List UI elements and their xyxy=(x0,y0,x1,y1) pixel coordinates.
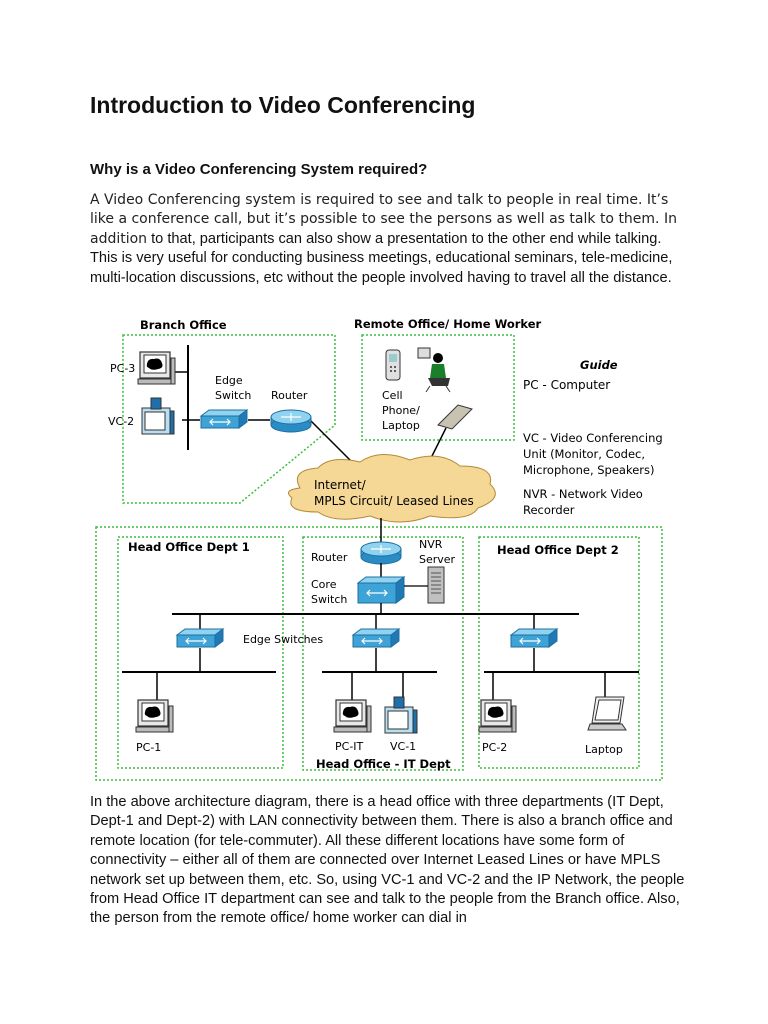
guide-pc: PC - Computer xyxy=(523,378,610,392)
guide-nvr-line2: Recorder xyxy=(523,503,575,517)
guide-vc-line1: VC - Video Conferencing xyxy=(523,431,663,445)
pc2-label: PC-2 xyxy=(482,741,507,754)
ho-router-icon xyxy=(360,541,402,565)
remote-office-label: Remote Office/ Home Worker xyxy=(354,317,542,331)
dept2-edge-switch-icon xyxy=(510,628,558,648)
cloud-label-line2: MPLS Circuit/ Leased Lines xyxy=(314,494,474,508)
nvr-label-line2: Server xyxy=(419,553,456,566)
intro-rest-text: to that, participants can also show a pr… xyxy=(90,230,673,286)
pc2-computer-icon xyxy=(478,699,517,733)
pcit-label: PC-IT xyxy=(335,740,364,753)
it-edge-switch-icon xyxy=(352,628,400,648)
page-title: Introduction to Video Conferencing xyxy=(90,92,476,118)
core-switch-icon xyxy=(356,576,406,604)
pc3-label: PC-3 xyxy=(110,362,135,375)
vc2-label: VC-2 xyxy=(108,415,134,428)
edge-switches-label: Edge Switches xyxy=(243,633,323,646)
intro-lead-text: A Video Conferencing system is required … xyxy=(90,192,677,247)
nvr-label-line1: NVR xyxy=(419,538,443,551)
vc1-label: VC-1 xyxy=(390,740,416,753)
cell-phone-label-line1: Cell xyxy=(382,389,403,402)
branch-edge-switch-icon xyxy=(200,409,248,429)
nvr-server-icon xyxy=(427,566,445,604)
section-heading: Why is a Video Conferencing System requi… xyxy=(90,161,428,178)
intro-paragraph: A Video Conferencing system is required … xyxy=(90,191,690,288)
guide-vc-line2: Unit (Monitor, Codec, xyxy=(523,447,645,461)
dept1-label: Head Office Dept 1 xyxy=(128,540,250,554)
branch-router-icon xyxy=(270,409,312,433)
internet-cloud-icon xyxy=(287,454,496,523)
pc3-computer-icon xyxy=(137,351,176,385)
cell-phone-label-line3: Laptop xyxy=(382,419,420,432)
guide-vc-line3: Microphone, Speakers) xyxy=(523,463,655,477)
modem-icon xyxy=(437,404,473,430)
vc2-unit-icon xyxy=(141,397,175,435)
pcit-computer-icon xyxy=(333,699,372,733)
cell-phone-label-line2: Phone/ xyxy=(382,404,420,417)
edge-switch-label-line2: Switch xyxy=(215,389,251,402)
core-switch-label-line1: Core xyxy=(311,578,337,591)
ho-router-label: Router xyxy=(311,551,348,564)
cell-phone-icon xyxy=(385,349,401,381)
it-dept-label: Head Office - IT Dept xyxy=(316,757,451,771)
architecture-paragraph: In the above architecture diagram, there… xyxy=(90,794,685,927)
laptop-label: Laptop xyxy=(585,743,623,756)
dept1-edge-switch-icon xyxy=(176,628,224,648)
branch-office-label: Branch Office xyxy=(140,318,227,332)
pc1-computer-icon xyxy=(135,699,174,733)
edge-switch-label-line1: Edge xyxy=(215,374,243,387)
core-switch-label-line2: Switch xyxy=(311,593,347,606)
guide-nvr-line1: NVR - Network Video xyxy=(523,487,643,501)
branch-router-label: Router xyxy=(271,389,308,402)
guide-title: Guide xyxy=(580,358,618,372)
home-worker-icon xyxy=(417,347,451,393)
vc1-unit-icon xyxy=(384,696,418,734)
cloud-label-line1: Internet/ xyxy=(314,478,367,492)
pc1-label: PC-1 xyxy=(136,741,161,754)
laptop-icon xyxy=(587,696,627,731)
dept2-label: Head Office Dept 2 xyxy=(497,543,619,557)
